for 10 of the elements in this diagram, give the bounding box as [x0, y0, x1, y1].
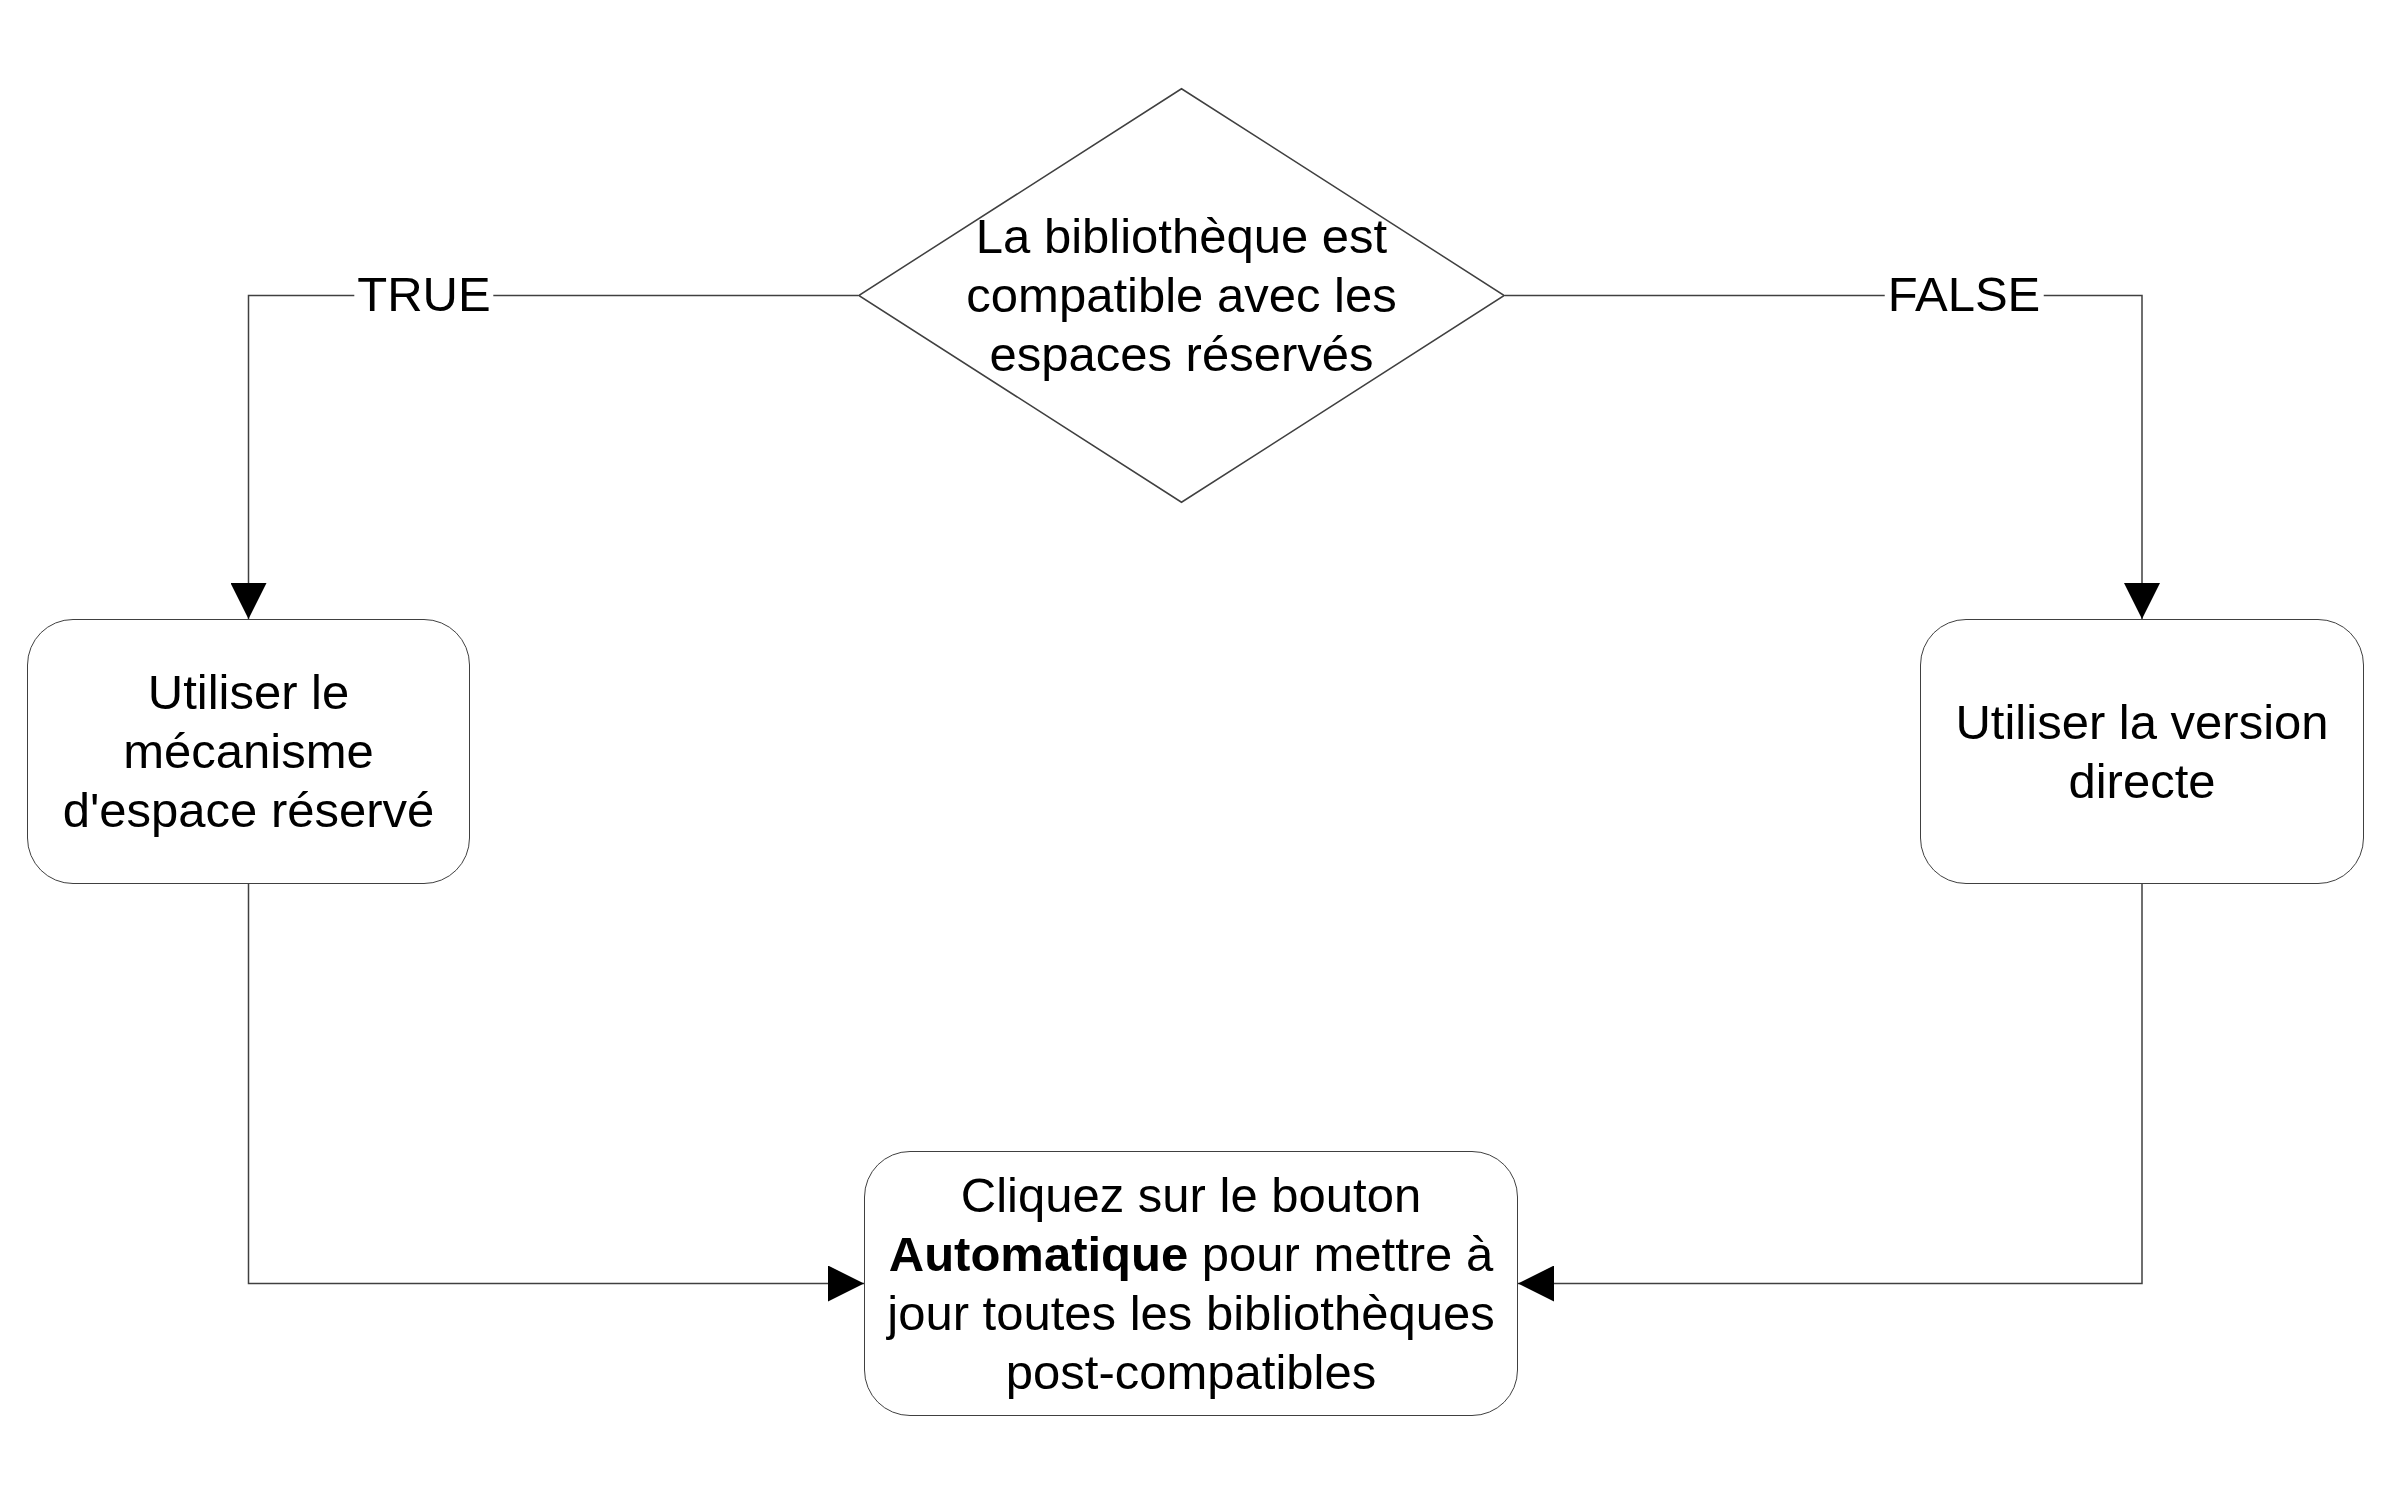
node-text: Utiliser la version directe: [1954, 693, 2330, 810]
node-text: Utiliser le mécanisme d'espace réservé: [61, 664, 436, 839]
arrow: [1517, 883, 2143, 1302]
node-text: Cliquez sur le bouton Automatique pour mettre à jour toutes les bibliothèques post-compatibles: [885, 1166, 1496, 1401]
decision-diamond: [858, 88, 1505, 503]
process-box: [27, 619, 470, 884]
arrow: [247, 883, 865, 1302]
process-box: [1920, 619, 2364, 884]
node-text: La bibliothèque est compatible avec les espaces réservés: [965, 208, 1398, 383]
process-box: [864, 1151, 1518, 1416]
